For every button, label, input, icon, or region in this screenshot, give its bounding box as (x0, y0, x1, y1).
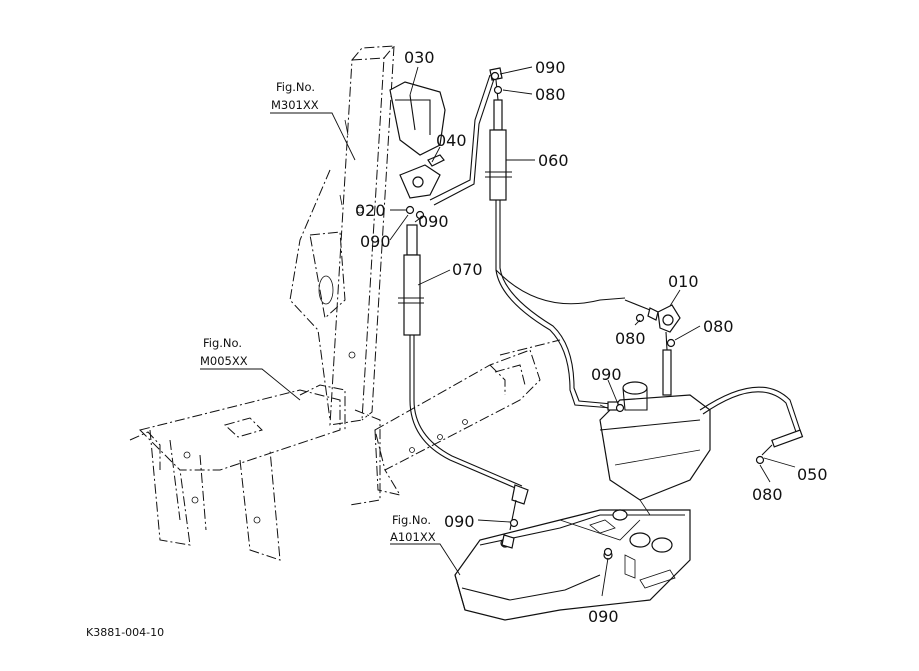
fig-ref-m005-code: M005XX (200, 354, 248, 368)
cable-070 (398, 224, 529, 549)
label-090-top: 090 (535, 58, 566, 77)
label-090-tank-left: 090 (444, 512, 475, 531)
label-090-tank-bottom: 090 (588, 607, 619, 626)
label-090-mid-left: 090 (360, 232, 391, 251)
label-030: 030 (404, 48, 435, 67)
label-060: 060 (538, 151, 569, 170)
label-080-right: 080 (703, 317, 734, 336)
pedal-bracket (389, 81, 446, 199)
right-chassis (374, 339, 561, 496)
label-010: 010 (668, 272, 699, 291)
label-040: 040 (436, 131, 467, 150)
label-080-bottom-right: 080 (752, 485, 783, 504)
fig-ref-a101-code: A101XX (390, 530, 436, 544)
fig-ref-m005-title: Fig.No. (203, 336, 242, 350)
label-080-top: 080 (535, 85, 566, 104)
part-labels: 030 090 080 040 060 020 090 090 070 010 … (355, 48, 828, 626)
label-020: 020 (355, 201, 386, 220)
lower-frame (129, 384, 381, 561)
fig-ref-m301-title: Fig.No. (276, 80, 315, 94)
fuel-tank (454, 509, 691, 621)
document-code: K3881-004-10 (86, 626, 164, 639)
label-070: 070 (452, 260, 483, 279)
lever-010 (624, 299, 681, 351)
cable-050 (699, 386, 804, 456)
fig-ref-a101-title: Fig.No. (392, 513, 431, 527)
sub-tank (599, 349, 711, 516)
cable-060 (485, 99, 626, 411)
label-050: 050 (797, 465, 828, 484)
figure-refs: Fig.No. M301XX Fig.No. M005XX Fig.No. A1… (200, 80, 436, 544)
fig-ref-m301-code: M301XX (271, 98, 319, 112)
leader-lines (200, 66, 796, 597)
label-090-mid-right: 090 (418, 212, 449, 231)
label-080-left: 080 (615, 329, 646, 348)
frame-pillar (289, 45, 396, 426)
label-090-subtank: 090 (591, 365, 622, 384)
